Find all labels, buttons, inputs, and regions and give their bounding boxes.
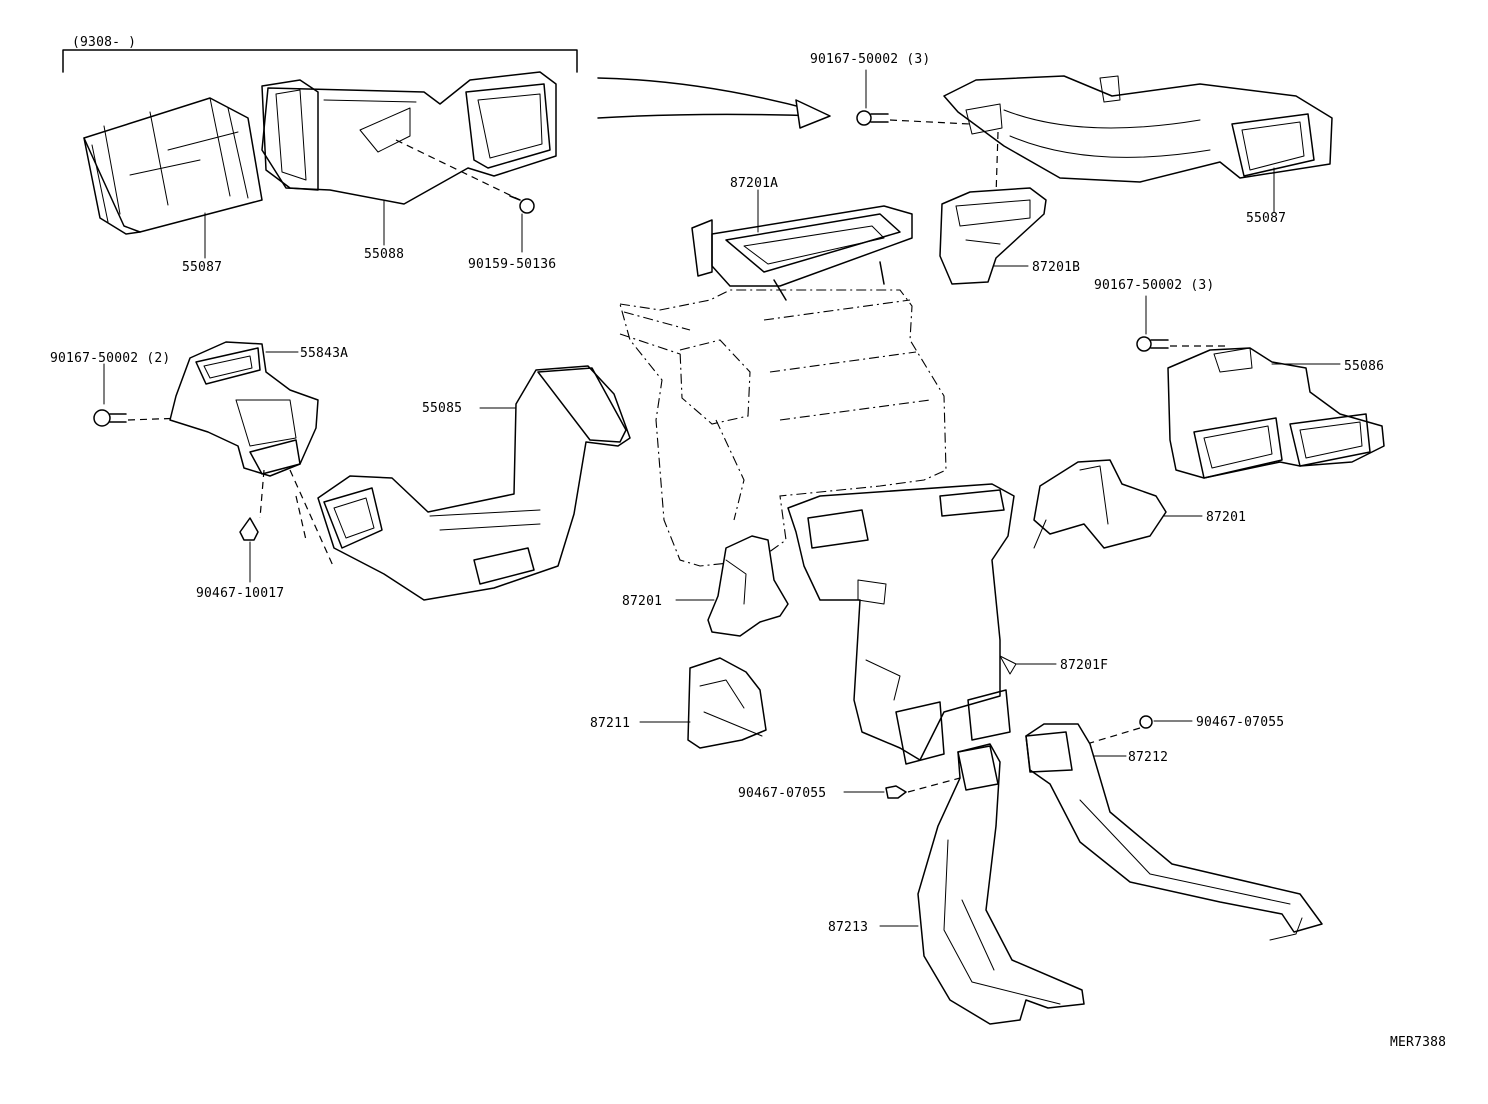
duct-87212 bbox=[1025, 723, 1323, 941]
label-55843A: 55843A bbox=[300, 346, 348, 361]
duct-55086 bbox=[1167, 347, 1385, 479]
label-55087-left: 55087 bbox=[182, 260, 222, 275]
bolt-90167-50002-top bbox=[856, 69, 971, 126]
part-87201F bbox=[787, 483, 1057, 765]
label-90167-50002-top: 90167-50002 (3) bbox=[810, 52, 930, 67]
label-55088: 55088 bbox=[364, 247, 404, 262]
part-labels: 55087 55088 90159-50136 90167-50002 (3) … bbox=[50, 52, 1446, 1050]
heater-unit bbox=[619, 289, 947, 567]
label-87212: 87212 bbox=[1128, 750, 1168, 765]
label-87201F: 87201F bbox=[1060, 658, 1108, 673]
label-87201-left: 87201 bbox=[622, 594, 662, 609]
part-87201B bbox=[939, 187, 1047, 285]
duct-55088 bbox=[261, 71, 557, 246]
duct-55085 bbox=[317, 365, 631, 601]
bracket-group: (9308- ) bbox=[62, 35, 578, 73]
clip-90467-10017 bbox=[239, 517, 259, 583]
duct-55087-left bbox=[83, 97, 263, 259]
label-90467-10017: 90467-10017 bbox=[196, 586, 284, 601]
bracket-date-label: (9308- ) bbox=[72, 35, 136, 50]
duct-87213 bbox=[879, 743, 1085, 1025]
clip-90467-07055-left bbox=[843, 777, 961, 799]
label-55085: 55085 bbox=[422, 401, 462, 416]
part-87211 bbox=[639, 657, 767, 749]
label-90167-50002-left: 90167-50002 (2) bbox=[50, 351, 170, 366]
part-87201-right bbox=[1033, 459, 1203, 549]
label-90467-07055-right: 90467-07055 bbox=[1196, 715, 1284, 730]
label-55087-right: 55087 bbox=[1246, 211, 1286, 226]
label-87201A: 87201A bbox=[730, 176, 778, 191]
label-87201B: 87201B bbox=[1032, 260, 1080, 275]
label-90159-50136: 90159-50136 bbox=[468, 257, 556, 272]
label-87213: 87213 bbox=[828, 920, 868, 935]
screw-90159-50136 bbox=[509, 195, 535, 253]
clip-90467-07055-right bbox=[1079, 715, 1193, 747]
assembly-arrow bbox=[597, 77, 831, 129]
part-87201-left bbox=[675, 535, 789, 637]
label-55086: 55086 bbox=[1344, 359, 1384, 374]
duct-55087-right bbox=[943, 75, 1333, 213]
bolt-90167-50002-left bbox=[93, 363, 185, 427]
label-90467-07055-left: 90467-07055 bbox=[738, 786, 826, 801]
drawing-code: MER7388 bbox=[1390, 1035, 1446, 1050]
bolt-90167-50002-right bbox=[1136, 295, 1228, 352]
label-87211: 87211 bbox=[590, 716, 630, 731]
duct-55843A bbox=[169, 341, 335, 569]
part-87201A bbox=[691, 189, 913, 301]
label-90167-50002-right: 90167-50002 (3) bbox=[1094, 278, 1214, 293]
label-87201-right: 87201 bbox=[1206, 510, 1246, 525]
